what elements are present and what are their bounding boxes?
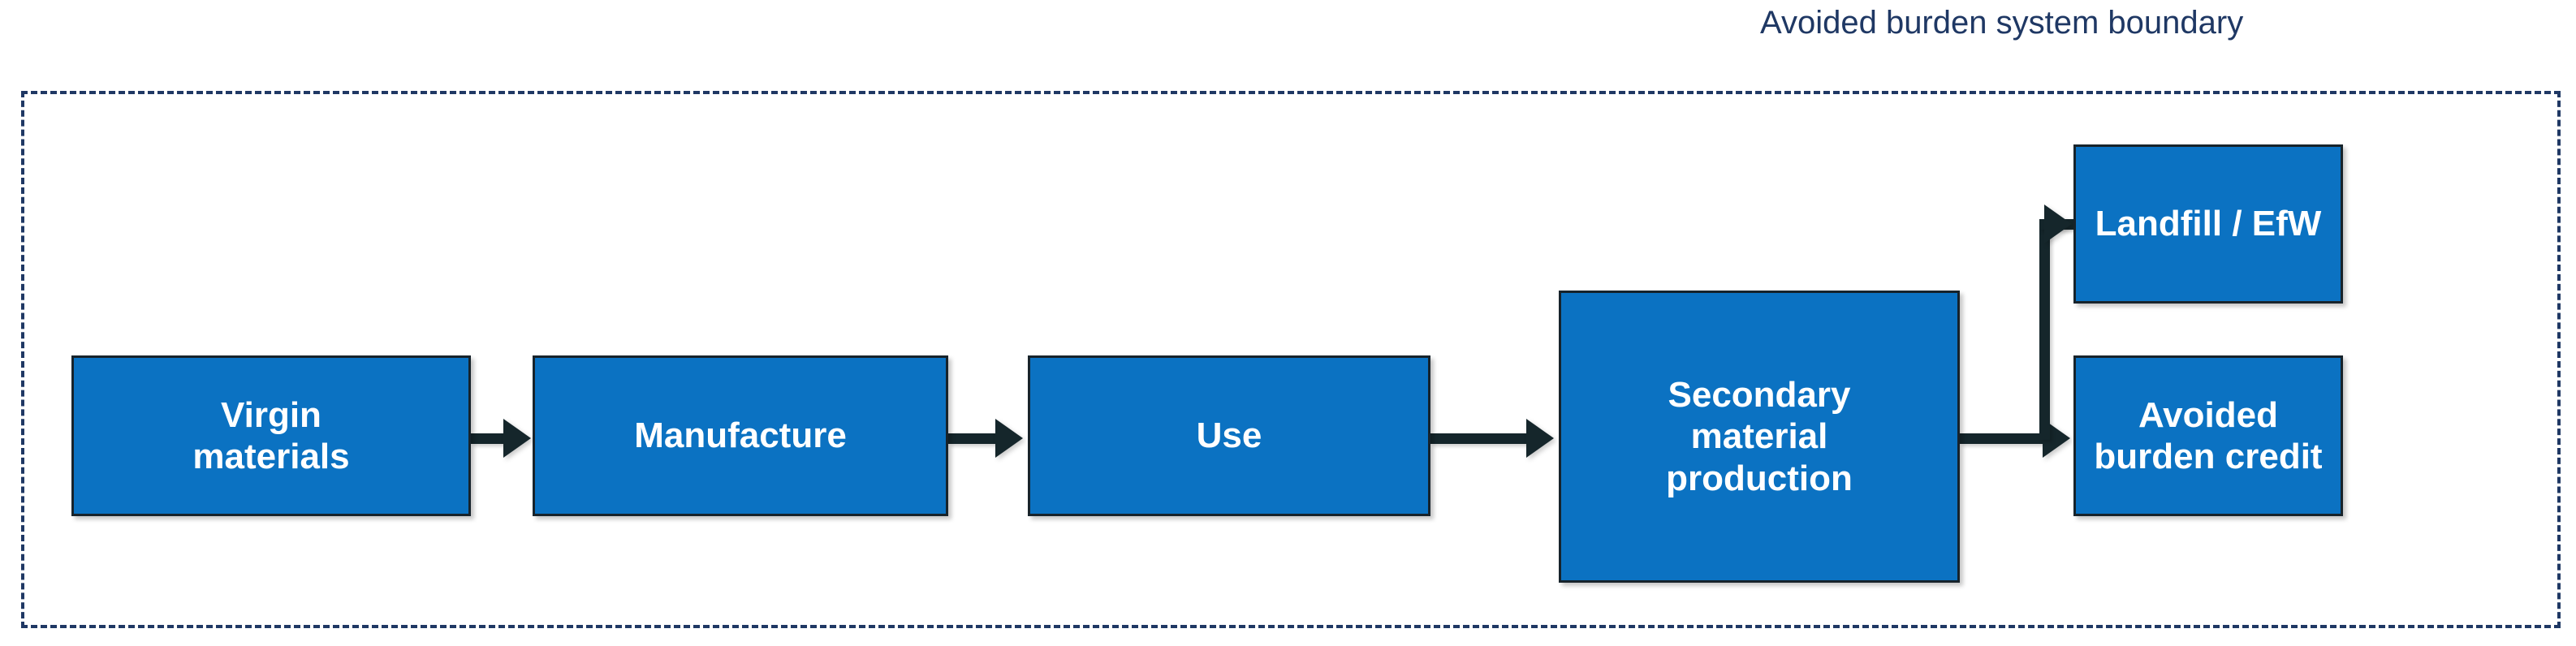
arrowhead-secondary-to-landfill-icon: [2044, 205, 2072, 243]
node-secondary-material-production[interactable]: Secondary material production: [1559, 291, 1960, 583]
node-landfill-efw[interactable]: Landfill / EfW: [2073, 144, 2343, 304]
node-use[interactable]: Use: [1028, 355, 1430, 516]
connector-secondary-to-landfill-riser: [2039, 219, 2050, 440]
node-manufacture-label: Manufacture: [634, 416, 847, 456]
boundary-title: Avoided burden system boundary: [1760, 5, 2244, 41]
arrowhead-virgin-to-manufacture-icon: [503, 419, 531, 458]
node-avoided-burden-credit-label: Avoided burden credit: [2094, 394, 2323, 476]
connector-virgin-to-manufacture: [471, 433, 508, 444]
node-use-label: Use: [1196, 416, 1262, 456]
node-virgin-materials-label: Virgin materials: [192, 394, 350, 476]
node-manufacture[interactable]: Manufacture: [533, 355, 948, 516]
node-virgin-materials[interactable]: Virgin materials: [71, 355, 471, 516]
connector-secondary-to-credit: [1960, 433, 2046, 444]
arrowhead-use-to-secondary-icon: [1526, 419, 1554, 458]
system-boundary-dashed-rect: [21, 91, 2561, 628]
connector-manufacture-to-use: [948, 433, 999, 444]
connector-use-to-secondary: [1430, 433, 1531, 444]
node-landfill-efw-label: Landfill / EfW: [2095, 204, 2322, 244]
arrowhead-manufacture-to-use-icon: [995, 419, 1023, 458]
node-avoided-burden-credit[interactable]: Avoided burden credit: [2073, 355, 2343, 516]
node-secondary-material-production-label: Secondary material production: [1666, 375, 1853, 498]
